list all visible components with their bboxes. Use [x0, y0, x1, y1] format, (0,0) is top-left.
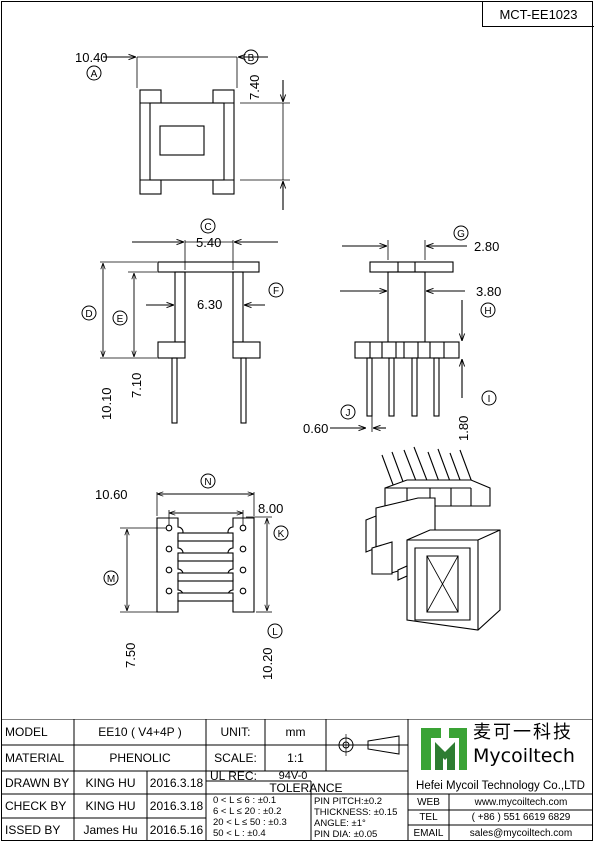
title-block-grid — [1, 719, 593, 841]
model-label: MODEL — [5, 725, 48, 739]
model-value: EE10 ( V4+4P ) — [98, 725, 182, 739]
check-by-date: 2016.3.18 — [149, 799, 204, 813]
check-by-name: KING HU — [85, 799, 136, 813]
tolerance-line-3: 20 < L ≤ 50 : ±0.3 — [213, 817, 287, 828]
company-brand: Mycoiltech — [473, 745, 575, 767]
svg-text:J: J — [346, 408, 351, 419]
dim-n-value: 10.60 — [95, 487, 128, 502]
isometric-view — [365, 446, 501, 631]
svg-text:M: M — [107, 574, 115, 585]
company-name: Hefei Mycoil Technology Co.,LTD — [416, 779, 585, 792]
dim-b-value: 7.40 — [247, 75, 262, 100]
tolerance-line-2: 6 < L ≤ 20 : ±0.2 — [213, 806, 282, 817]
tel-value: ( +86 ) 551 6619 6829 — [471, 812, 571, 823]
material-value: PHENOLIC — [109, 751, 171, 765]
tolerance-line-6: THICKNESS: ±0.15 — [314, 807, 398, 818]
web-label: WEB — [417, 796, 440, 808]
svg-text:F: F — [273, 286, 279, 297]
web-value[interactable]: www.mycoiltech.com — [474, 796, 568, 808]
ulrec-value: 94V-0 — [278, 769, 308, 782]
unit-value: mm — [285, 725, 306, 739]
title-block: MODEL EE10 ( V4+4P ) MATERIAL PHENOLIC D… — [1, 719, 593, 841]
balloon-circles — [81, 49, 497, 639]
svg-text:A: A — [91, 69, 98, 80]
tolerance-label: TOLERANCE — [269, 780, 343, 795]
email-value[interactable]: sales@mycoiltech.com — [469, 827, 573, 839]
dim-g-value: 2.80 — [474, 239, 499, 254]
material-label: MATERIAL — [5, 751, 65, 765]
front-view — [100, 240, 278, 424]
dim-h-value: 3.80 — [476, 284, 501, 299]
dim-m-value: 7.50 — [123, 643, 138, 668]
check-by-label: CHECK BY — [5, 799, 67, 813]
dim-d-value: 10.10 — [99, 387, 114, 420]
issued-by-name: James Hu — [83, 822, 138, 837]
svg-text:G: G — [457, 229, 465, 240]
drawn-by-date: 2016.3.18 — [149, 775, 204, 790]
dim-i-value: 1.80 — [456, 416, 471, 441]
document-number: MCT-EE1023 — [482, 2, 594, 27]
tolerance-line-5: PIN PITCH:±0.2 — [314, 796, 383, 807]
technical-drawing: 10.40 7.40 5.40 6.30 10.10 7.10 2.80 3.8… — [75, 49, 501, 680]
issued-by-label: ISSED BY — [5, 822, 61, 837]
dim-l-value: 10.20 — [260, 647, 275, 680]
balloon-letters: A B C D E F G H I J N K M L — [85, 53, 491, 638]
email-label: EMAIL — [413, 827, 444, 839]
dim-e-value: 7.10 — [129, 373, 144, 398]
tolerance-line-4: 50 < L : ±0.4 — [213, 828, 266, 839]
svg-text:C: C — [204, 222, 211, 233]
tolerance-line-7: ANGLE: ±1° — [314, 818, 366, 829]
tolerance-line-8: PIN DIA: ±0.05 — [314, 829, 378, 840]
unit-label: UNIT: — [220, 725, 251, 739]
dim-f-value: 6.30 — [197, 297, 222, 312]
drawn-by-label: DRAWN BY — [5, 775, 70, 790]
company-name-chinese: 麦可一科技 — [473, 722, 573, 743]
svg-text:L: L — [272, 627, 278, 638]
ulrec-label: UL REC: — [210, 768, 257, 783]
svg-text:E: E — [117, 314, 124, 325]
scale-value: 1:1 — [287, 751, 304, 765]
dim-c-value: 5.40 — [196, 235, 221, 250]
dim-a-value: 10.40 — [75, 50, 108, 65]
svg-text:N: N — [204, 477, 211, 488]
top-view — [103, 57, 290, 210]
issued-by-date: 2016.5.16 — [149, 822, 204, 837]
bottom-view — [120, 492, 272, 613]
dim-k-value: 8.00 — [258, 501, 283, 516]
svg-text:K: K — [278, 529, 285, 540]
svg-text:B: B — [248, 53, 255, 64]
svg-text:I: I — [488, 394, 491, 405]
tel-label: TEL — [419, 812, 438, 823]
svg-text:D: D — [85, 309, 92, 320]
side-view — [330, 240, 467, 432]
tolerance-line-1: 0 < L ≤ 6 : ±0.1 — [213, 795, 277, 806]
dimension-labels: 10.40 7.40 5.40 6.30 10.10 7.10 2.80 3.8… — [75, 50, 501, 680]
dim-j-value: 0.60 — [303, 421, 328, 436]
scale-label: SCALE: — [214, 751, 257, 765]
svg-text:H: H — [484, 306, 491, 317]
company-logo-mark — [421, 728, 467, 770]
drawn-by-name: KING HU — [85, 775, 136, 790]
